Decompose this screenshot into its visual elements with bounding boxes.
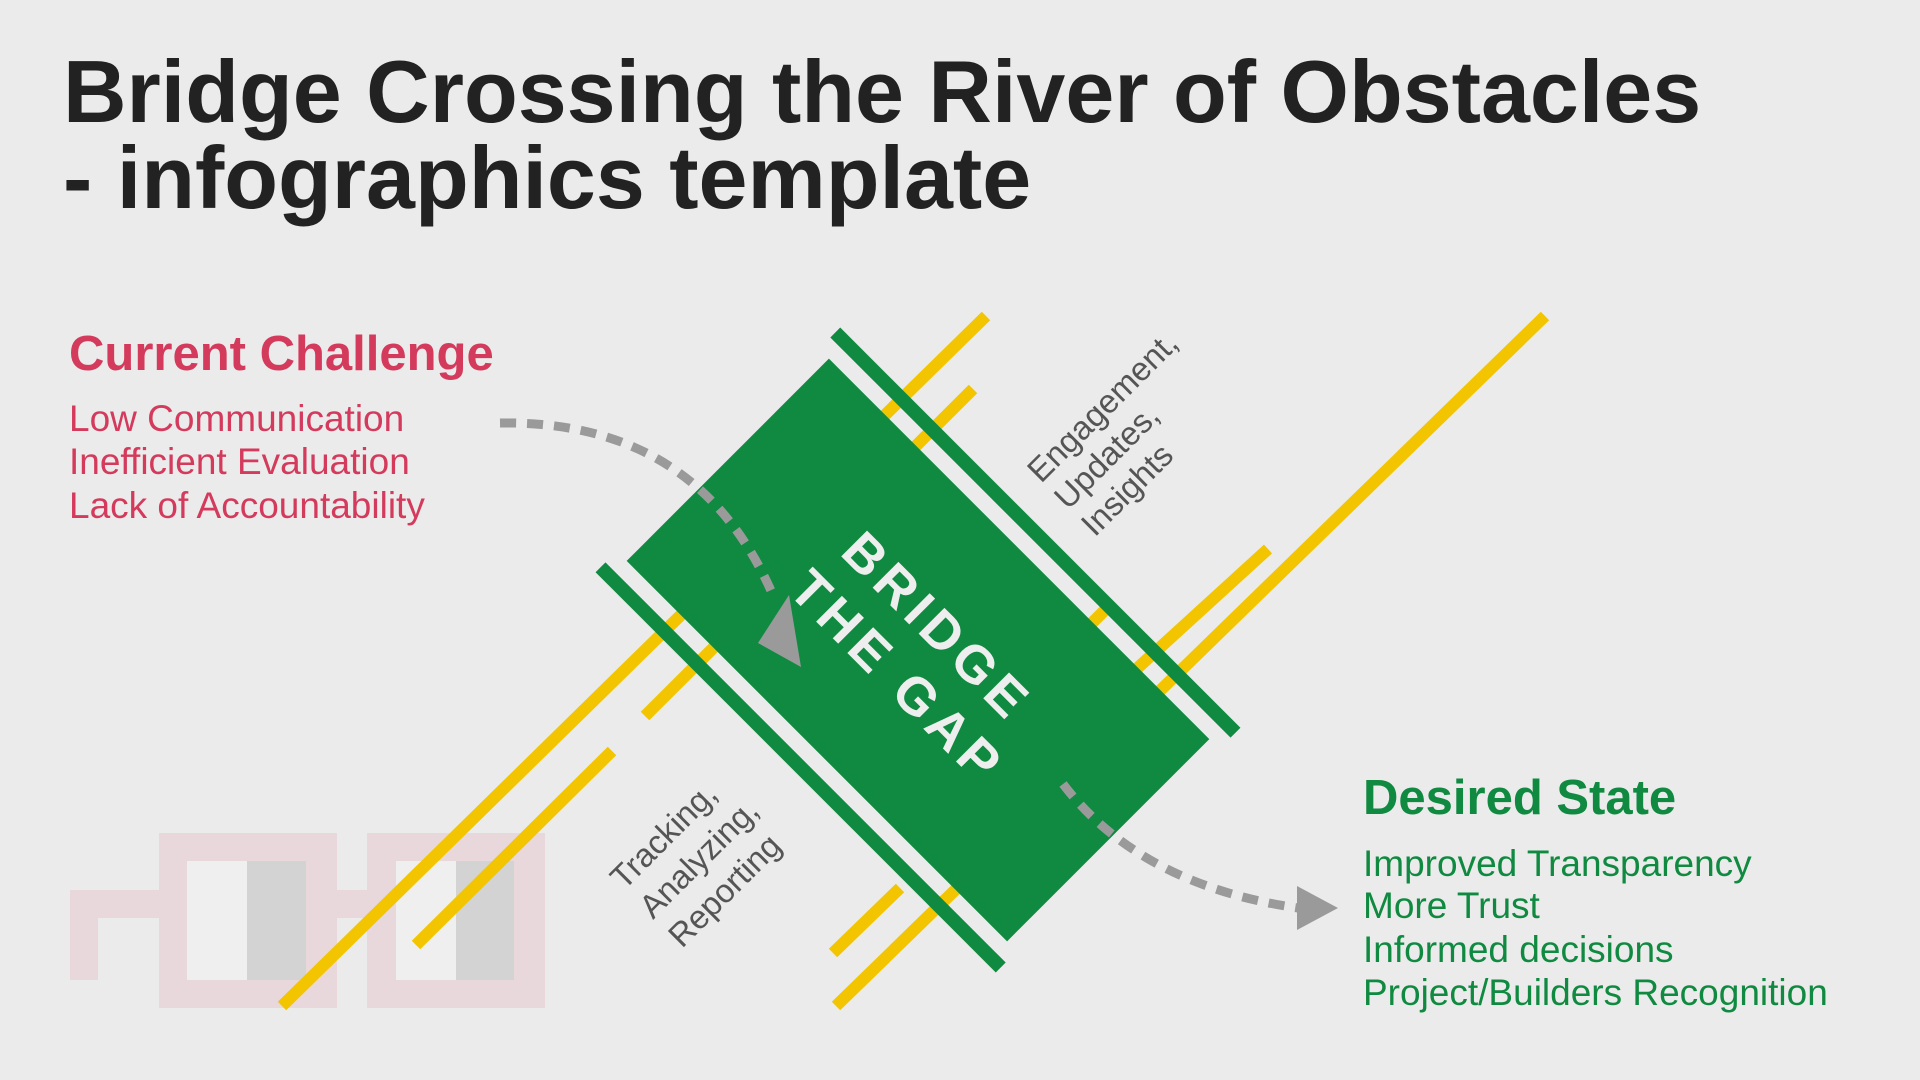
page-title-line-2: - infographics template: [63, 128, 1031, 227]
bridge: BRIDGE THE GAP: [595, 327, 1241, 973]
desired-state-section: Desired State Improved Transparency More…: [1363, 771, 1828, 1013]
desired-item: Project/Builders Recognition: [1363, 972, 1828, 1013]
river-line-c: [831, 311, 1550, 1011]
bridge-rail-top: [830, 327, 1241, 738]
current-challenge-section: Current Challenge Low Communication Inef…: [69, 327, 494, 526]
desired-state-heading: Desired State: [1363, 771, 1676, 825]
desired-item: More Trust: [1363, 885, 1541, 926]
challenge-item: Inefficient Evaluation: [69, 441, 410, 482]
river-line-d-lower: [828, 883, 905, 958]
desired-item: Informed decisions: [1363, 929, 1674, 970]
current-challenge-heading: Current Challenge: [69, 327, 494, 381]
challenge-item: Lack of Accountability: [69, 485, 425, 526]
arrowhead-icon: [1297, 886, 1338, 930]
bridge-rail-bottom: [595, 562, 1006, 973]
challenge-item: Low Communication: [69, 398, 404, 439]
desired-item: Improved Transparency: [1363, 843, 1752, 884]
page-title-line-1: Bridge Crossing the River of Obstacles: [63, 42, 1701, 141]
arrow-bridge-to-desired: [1059, 781, 1338, 930]
river-line-b-lower: [411, 746, 617, 950]
bridge-deck: [626, 358, 1210, 942]
arrowhead-icon: [758, 595, 801, 667]
arrow-challenge-to-bridge: [499, 418, 801, 667]
watermark-logo-icon: [70, 833, 545, 1008]
